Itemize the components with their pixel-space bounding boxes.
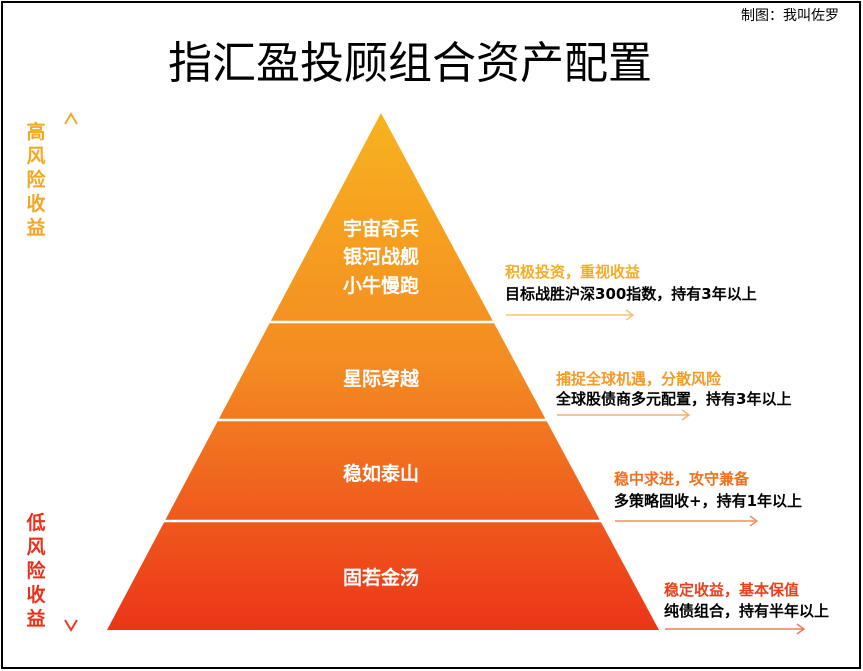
pyramid — [107, 113, 659, 630]
risk-axis-arrow — [64, 112, 78, 632]
svg-text:稳中求进，攻守兼备: 稳中求进，攻守兼备 — [614, 470, 750, 488]
tier-4-annotation: 稳定收益，基本保值 纯债组合，持有半年以上 — [664, 581, 829, 635]
svg-text:险: 险 — [26, 559, 46, 582]
arrow-right-icon — [557, 409, 691, 421]
credit-text: 制图：我叫佐罗 — [741, 8, 839, 24]
tier-1-name-1: 宇宙奇兵 — [343, 217, 419, 240]
svg-text:捕捉全球机遇，分散风险: 捕捉全球机遇，分散风险 — [556, 370, 722, 388]
tier-3-annotation: 稳中求进，攻守兼备 多策略固收+，持有1年以上 — [614, 470, 802, 527]
arrow-right-icon — [615, 515, 759, 527]
high-risk-label: 高 风 险 收 益 — [26, 120, 46, 239]
svg-text:收: 收 — [26, 583, 45, 606]
svg-text:收: 收 — [26, 192, 45, 215]
svg-text:全球股债商多元配置，持有3年以上: 全球股债商多元配置，持有3年以上 — [555, 390, 791, 408]
svg-text:积极投资，重视收益: 积极投资，重视收益 — [505, 263, 640, 281]
tier-2-name: 星际穿越 — [343, 367, 420, 390]
svg-text:风: 风 — [26, 536, 45, 558]
arrow-right-icon — [506, 309, 635, 321]
svg-text:风: 风 — [26, 145, 45, 167]
svg-text:低: 低 — [25, 511, 45, 534]
svg-text:险: 险 — [26, 168, 46, 191]
svg-text:高: 高 — [26, 120, 45, 143]
tier-1-annotation: 积极投资，重视收益 目标战胜沪深300指数，持有3年以上 — [505, 263, 757, 321]
tier-4-name: 固若金汤 — [343, 566, 419, 589]
svg-text:稳定收益，基本保值: 稳定收益，基本保值 — [664, 581, 799, 599]
svg-text:益: 益 — [26, 607, 45, 630]
svg-text:目标战胜沪深300指数，持有3年以上: 目标战胜沪深300指数，持有3年以上 — [505, 285, 757, 303]
tier-3-name: 稳如泰山 — [343, 462, 419, 485]
svg-text:益: 益 — [26, 216, 45, 239]
svg-text:多策略固收+，持有1年以上: 多策略固收+，持有1年以上 — [614, 492, 802, 510]
tier-1-name-3: 小牛慢跑 — [343, 274, 419, 297]
tier-2-annotation: 捕捉全球机遇，分散风险 全球股债商多元配置，持有3年以上 — [555, 370, 791, 421]
arrow-right-icon — [665, 623, 806, 635]
tier-1-name-2: 银河战舰 — [343, 245, 419, 268]
low-risk-label: 低 风 险 收 益 — [25, 511, 46, 630]
svg-text:纯债组合，持有半年以上: 纯债组合，持有半年以上 — [664, 602, 829, 620]
page-title: 指汇盈投顾组合资产配置 — [168, 38, 652, 89]
